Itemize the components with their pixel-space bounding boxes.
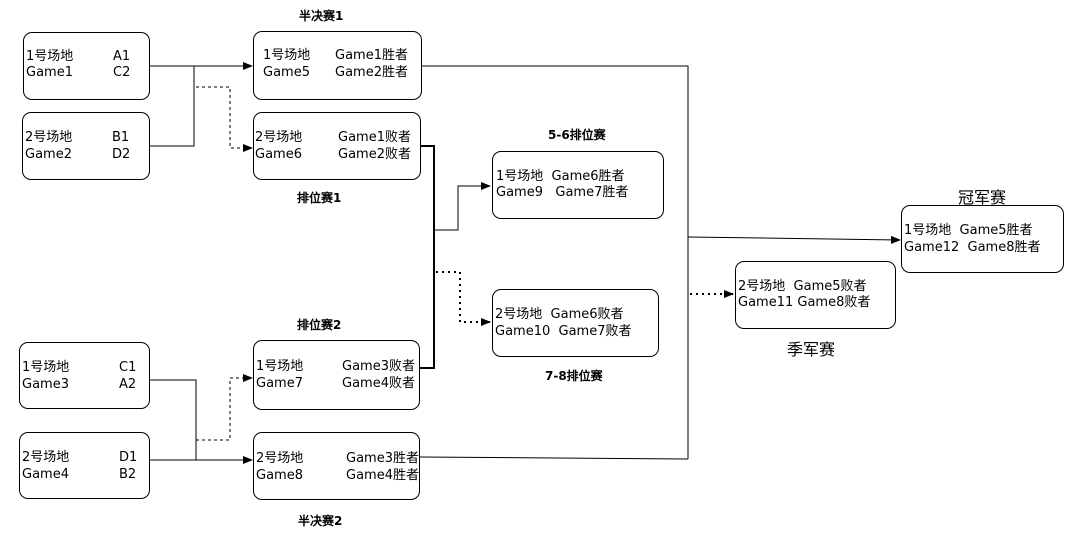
venue-label: 2号场地	[22, 450, 70, 465]
team-b: Game4败者	[342, 376, 415, 391]
team-b: A2	[119, 377, 137, 392]
match-box-game2: 2号场地 Game2 B1 D2	[22, 112, 150, 180]
game-label: Game1	[26, 65, 73, 80]
line-2: Game10 Game7败者	[495, 324, 632, 339]
match-box-game6: 2号场地 Game6 Game1败者 Game2败者	[253, 112, 421, 180]
match-box-game9: 1号场地 Game6胜者 Game9 Game7胜者	[492, 151, 664, 219]
match-box-game11: 2号场地 Game5败者 Game11 Game8败者	[735, 261, 896, 329]
team-b: Game4胜者	[346, 468, 419, 483]
line-g3-merge	[150, 379, 197, 460]
team-a: Game1胜者	[335, 48, 408, 63]
line-1: 2号场地 Game5败者	[738, 279, 867, 294]
arrow-to-g10	[436, 271, 491, 326]
caption-rank2: 排位赛2	[297, 318, 342, 332]
team-b: C2	[113, 65, 131, 80]
match-box-game3: 1号场地 Game3 C1 A2	[19, 342, 150, 409]
caption-7-8: 7-8排位赛	[545, 369, 603, 383]
caption-final: 冠军赛	[958, 188, 1007, 207]
team-a: Game3败者	[342, 359, 415, 374]
team-a: B1	[112, 130, 130, 145]
game-label: Game5	[263, 65, 310, 80]
match-box-game8: 2号场地 Game8 Game3胜者 Game4胜者	[253, 432, 420, 500]
match-box-game1: 1号场地 Game1 A1 C2	[23, 32, 150, 100]
line-g2-merge	[150, 66, 195, 147]
caption-semi1: 半决赛1	[299, 9, 344, 23]
game-label: Game4	[22, 467, 69, 482]
arrow-to-g6	[196, 86, 253, 152]
match-box-game12: 1号场地 Game5胜者 Game12 Game8胜者	[901, 205, 1064, 273]
line-1: 1号场地 Game5胜者	[904, 223, 1033, 238]
venue-label: 1号场地	[263, 48, 311, 63]
team-a: D1	[119, 450, 138, 465]
game-label: Game7	[256, 376, 303, 391]
game-label: Game2	[25, 147, 72, 162]
team-b: Game2胜者	[335, 65, 408, 80]
team-a: C1	[119, 360, 137, 375]
line-2: Game11 Game8败者	[738, 295, 871, 310]
caption-rank1: 排位赛1	[297, 191, 342, 205]
match-box-game10: 2号场地 Game6败者 Game10 Game7败者	[492, 289, 659, 357]
team-b: B2	[119, 467, 137, 482]
caption-third: 季军赛	[787, 340, 836, 359]
team-a: A1	[113, 49, 131, 64]
venue-label: 2号场地	[256, 451, 304, 466]
game-label: Game3	[22, 377, 69, 392]
line-1: 2号场地 Game6败者	[495, 307, 624, 322]
venue-label: 2号场地	[25, 130, 73, 145]
arrow-to-g9	[434, 182, 491, 231]
arrow-to-g7	[196, 374, 253, 441]
match-box-game4: 2号场地 Game4 D1 B2	[19, 432, 150, 499]
team-a: Game1败者	[338, 130, 411, 145]
line-g5-out	[422, 65, 689, 459]
line-2: Game9 Game7胜者	[496, 185, 629, 200]
caption-5-6: 5-6排位赛	[548, 128, 606, 142]
match-box-game7: 1号场地 Game7 Game3败者 Game4败者	[253, 340, 420, 410]
match-box-game5: 1号场地 Game5 Game1胜者 Game2胜者	[253, 31, 422, 100]
team-a: Game3胜者	[346, 451, 419, 466]
venue-label: 1号场地	[26, 49, 74, 64]
game-label: Game6	[255, 147, 302, 162]
line-1: 1号场地 Game6胜者	[496, 169, 625, 184]
caption-semi2: 半决赛2	[298, 514, 343, 528]
game-label: Game8	[256, 468, 303, 483]
line-g6-g7-bracket	[420, 145, 435, 369]
line-g8-out	[419, 456, 689, 460]
team-b: Game2败者	[338, 147, 411, 162]
venue-label: 1号场地	[256, 359, 304, 374]
venue-label: 2号场地	[255, 130, 303, 145]
line-2: Game12 Game8胜者	[904, 240, 1041, 255]
venue-label: 1号场地	[22, 360, 70, 375]
arrow-to-g12	[687, 235, 901, 244]
team-b: D2	[112, 147, 131, 162]
